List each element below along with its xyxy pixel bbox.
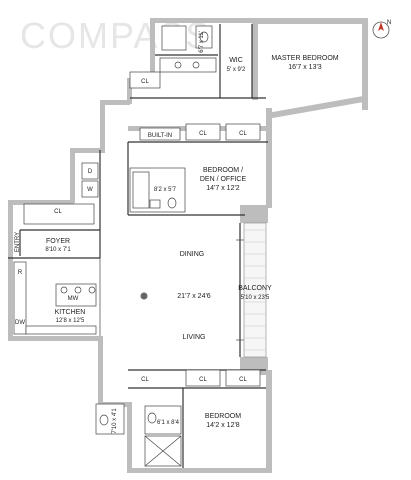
- balcony-hatch: [243, 222, 267, 358]
- built-in-label: BUILT-IN: [148, 133, 172, 139]
- fridge-label: R: [18, 270, 23, 276]
- compass-north-label: N: [387, 20, 391, 26]
- bath-small-dims: 7'10 x 4'1: [112, 408, 118, 434]
- foyer-closet-label: CL: [54, 209, 62, 215]
- den-name-line2: DEN / OFFICE: [200, 176, 247, 183]
- microwave-label: MW: [68, 296, 79, 302]
- north-compass-icon: N: [372, 20, 391, 39]
- wic-dims: 5' x 9'2: [227, 67, 246, 73]
- kitchen-name: KITCHEN: [55, 309, 86, 316]
- closet-label-5: CL: [239, 377, 247, 383]
- bath-fixtures: [159, 25, 217, 73]
- master-bedroom-dims: 16'7 x 13'3: [288, 64, 322, 71]
- closet-label-1: CL: [141, 79, 149, 85]
- kitchen-dims: 12'8 x 12'5: [56, 318, 85, 324]
- balcony-dims: 5'10 x 23'5: [241, 295, 270, 301]
- entry-label: ENTRY: [15, 232, 21, 252]
- foyer-dims: 8'10 x 7'1: [45, 247, 71, 253]
- foyer-name: FOYER: [46, 238, 70, 245]
- den-dims: 14'7 x 12'2: [206, 185, 240, 192]
- wic-name: WIC: [229, 57, 243, 64]
- bath-mid-dims: 8'2 x 5'7: [154, 187, 177, 193]
- dining-name: DINING: [180, 251, 205, 258]
- balcony-name: BALCONY: [238, 285, 272, 292]
- living-name: LIVING: [183, 334, 206, 341]
- bath-top-dims: 6'7 x 11': [199, 31, 205, 53]
- closet-label-2: CL: [199, 131, 207, 137]
- closet-label-4: CL: [199, 377, 207, 383]
- closet-label-3: CL: [239, 131, 247, 137]
- exterior-walls: [8, 18, 368, 473]
- interior-walls: [8, 24, 268, 468]
- bedroom2-dims: 14'2 x 12'8: [206, 422, 240, 429]
- washer-label: W: [87, 187, 93, 193]
- dishwasher-label: DW: [15, 320, 25, 326]
- dryer-label: D: [88, 169, 93, 175]
- bedroom2-name: BEDROOM: [205, 413, 241, 420]
- bath-low-dims: 6'1 x 8'4: [157, 420, 180, 426]
- master-bedroom-name: MASTER BEDROOM: [271, 55, 338, 62]
- living-dims: 21'7 x 24'6: [177, 293, 211, 300]
- closet-label-6: CL: [141, 377, 149, 383]
- den-name-line1: BEDROOM /: [203, 167, 243, 174]
